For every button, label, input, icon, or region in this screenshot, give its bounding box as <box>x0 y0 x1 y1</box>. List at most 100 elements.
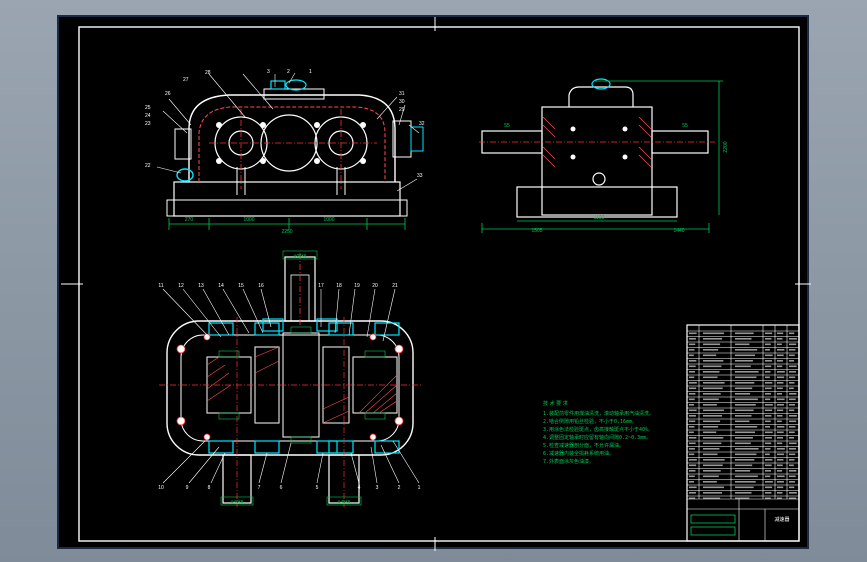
parts-list-cell-mark <box>703 354 717 357</box>
callout-label: 32 <box>419 121 425 127</box>
parts-list-cell-mark <box>689 426 695 428</box>
parts-list-cell-mark <box>765 453 770 456</box>
parts-list-cell-mark <box>777 371 785 373</box>
parts-list-cell-mark <box>735 365 751 368</box>
parts-list-cell-mark <box>789 360 795 362</box>
parts-list-cell-mark <box>765 343 771 346</box>
parts-list-cell-mark <box>765 404 773 406</box>
parts-list-cell-mark <box>777 376 785 379</box>
parts-list-cell-mark <box>789 492 797 494</box>
drawing-sheet: 270 1000 1000 2250 28 3 2 1 27 26 25 <box>57 15 811 551</box>
parts-list-cell-mark <box>735 475 758 478</box>
parts-list-cell-mark <box>689 464 697 467</box>
parts-list-cell-mark <box>765 420 771 423</box>
notes-title: 技 术 要 求 <box>543 400 568 407</box>
parts-list-cell-mark <box>703 387 723 390</box>
callout-label: 27 <box>183 77 189 83</box>
parts-list-cell-mark <box>735 437 753 439</box>
drawing-frame <box>78 26 800 542</box>
note-line: 1.装配前零件用煤油清洗，滚动轴承用汽油清洗。 <box>543 410 654 417</box>
parts-list-cell-mark <box>689 497 696 500</box>
parts-list-cell-mark <box>789 404 795 406</box>
parts-list-cell-mark <box>703 481 717 483</box>
parts-list-cell-mark <box>777 382 784 384</box>
parts-list-cell-mark <box>735 387 753 390</box>
parts-list-cell-mark <box>789 437 795 439</box>
note-line: 3.用涂色法检验斑点，齿高接触斑点不小于40%。 <box>543 426 653 433</box>
parts-list-cell-mark <box>789 475 796 478</box>
parts-list-cell-mark <box>703 464 723 467</box>
parts-list-cell-mark <box>777 404 784 406</box>
parts-list-cell-mark <box>789 470 797 472</box>
parts-list-cell-mark <box>689 371 695 373</box>
parts-list-cell-mark <box>789 453 796 456</box>
parts-list-cell-mark <box>765 398 771 401</box>
parts-list-cell-mark <box>689 338 696 340</box>
parts-list-cell-mark <box>789 486 795 489</box>
parts-list-cell-mark <box>735 382 755 384</box>
parts-list-cell-mark <box>765 332 773 335</box>
parts-list-cell-mark <box>689 354 694 357</box>
callout-label: 11 <box>158 283 163 289</box>
callout-label: 25 <box>145 105 151 111</box>
parts-list-cell-mark <box>777 481 784 483</box>
parts-list-cell-mark <box>777 426 785 428</box>
parts-list-cell-mark <box>703 459 725 461</box>
parts-list-cell-mark <box>735 481 756 483</box>
parts-list-cell-mark <box>789 343 797 346</box>
parts-list-cell-mark <box>735 371 759 373</box>
dim-text: 1440 <box>673 228 684 234</box>
plan-view: φ35k6 φ40k6 φ45k6 <box>158 250 421 507</box>
parts-list-cell-mark <box>765 393 771 395</box>
parts-list-cell-mark <box>689 415 696 417</box>
parts-list-cell-mark <box>777 354 784 357</box>
parts-list-cell-mark <box>689 437 697 439</box>
parts-list-cell-mark <box>765 354 773 357</box>
parts-list-cell-mark <box>689 343 696 346</box>
parts-list-cell-mark <box>703 426 719 428</box>
callout-label: 5 <box>316 485 319 491</box>
callout-label: 21 <box>392 283 398 289</box>
parts-list-cell-mark <box>789 426 796 428</box>
front-view: 270 1000 1000 2250 28 3 2 1 27 26 25 <box>145 69 425 235</box>
shaft-label: φ35k6 <box>294 253 307 258</box>
parts-list-cell-mark <box>777 365 783 368</box>
cad-drawing-canvas[interactable]: 270 1000 1000 2250 28 3 2 1 27 26 25 <box>59 17 811 551</box>
dim-text: 55 <box>504 123 510 129</box>
parts-list-cell-mark <box>777 459 784 461</box>
parts-list-cell-mark <box>765 376 770 379</box>
parts-list-cell-mark <box>765 415 772 417</box>
technical-requirements: 技 术 要 求 1.装配前零件用煤油清洗，滚动轴承用汽油清洗。 2.啮合侧隙用铅… <box>543 400 654 465</box>
parts-list-cell-mark <box>777 448 785 450</box>
parts-list-cell-mark <box>703 404 717 406</box>
dim-text: 270 <box>185 217 194 223</box>
parts-list-cell-mark <box>689 382 697 384</box>
parts-list-cell-mark <box>765 448 771 450</box>
callout-label: 16 <box>258 283 264 289</box>
callout-label: 9 <box>186 485 189 491</box>
parts-list-cell-mark <box>789 409 795 412</box>
parts-list-cell-mark <box>777 420 782 423</box>
callout-label: 18 <box>336 283 342 289</box>
parts-list-cell-mark <box>765 371 771 373</box>
callout-label: 26 <box>165 91 171 97</box>
callout-label: 17 <box>318 283 324 289</box>
title-block: 减速器 <box>686 324 800 542</box>
parts-list-cell-mark <box>689 393 696 395</box>
parts-list-cell-mark <box>777 409 784 412</box>
parts-list-cell-mark <box>735 338 752 340</box>
callout-label: 3 <box>267 69 270 75</box>
parts-list-cell-mark <box>703 431 717 434</box>
parts-list-cell-mark <box>765 481 773 483</box>
callout-label: 15 <box>238 283 244 289</box>
parts-list-cell-mark <box>703 338 723 340</box>
parts-list-cell-mark <box>765 459 773 461</box>
callout-label: 10 <box>158 485 164 491</box>
parts-list-cell-mark <box>689 431 694 434</box>
parts-list-cell-mark <box>703 343 721 346</box>
parts-list-cell-mark <box>703 453 718 456</box>
parts-list-cell-mark <box>777 415 783 417</box>
parts-list-cell-mark <box>689 398 695 401</box>
parts-list-cell-mark <box>689 486 697 489</box>
parts-list-cell-mark <box>735 470 751 472</box>
